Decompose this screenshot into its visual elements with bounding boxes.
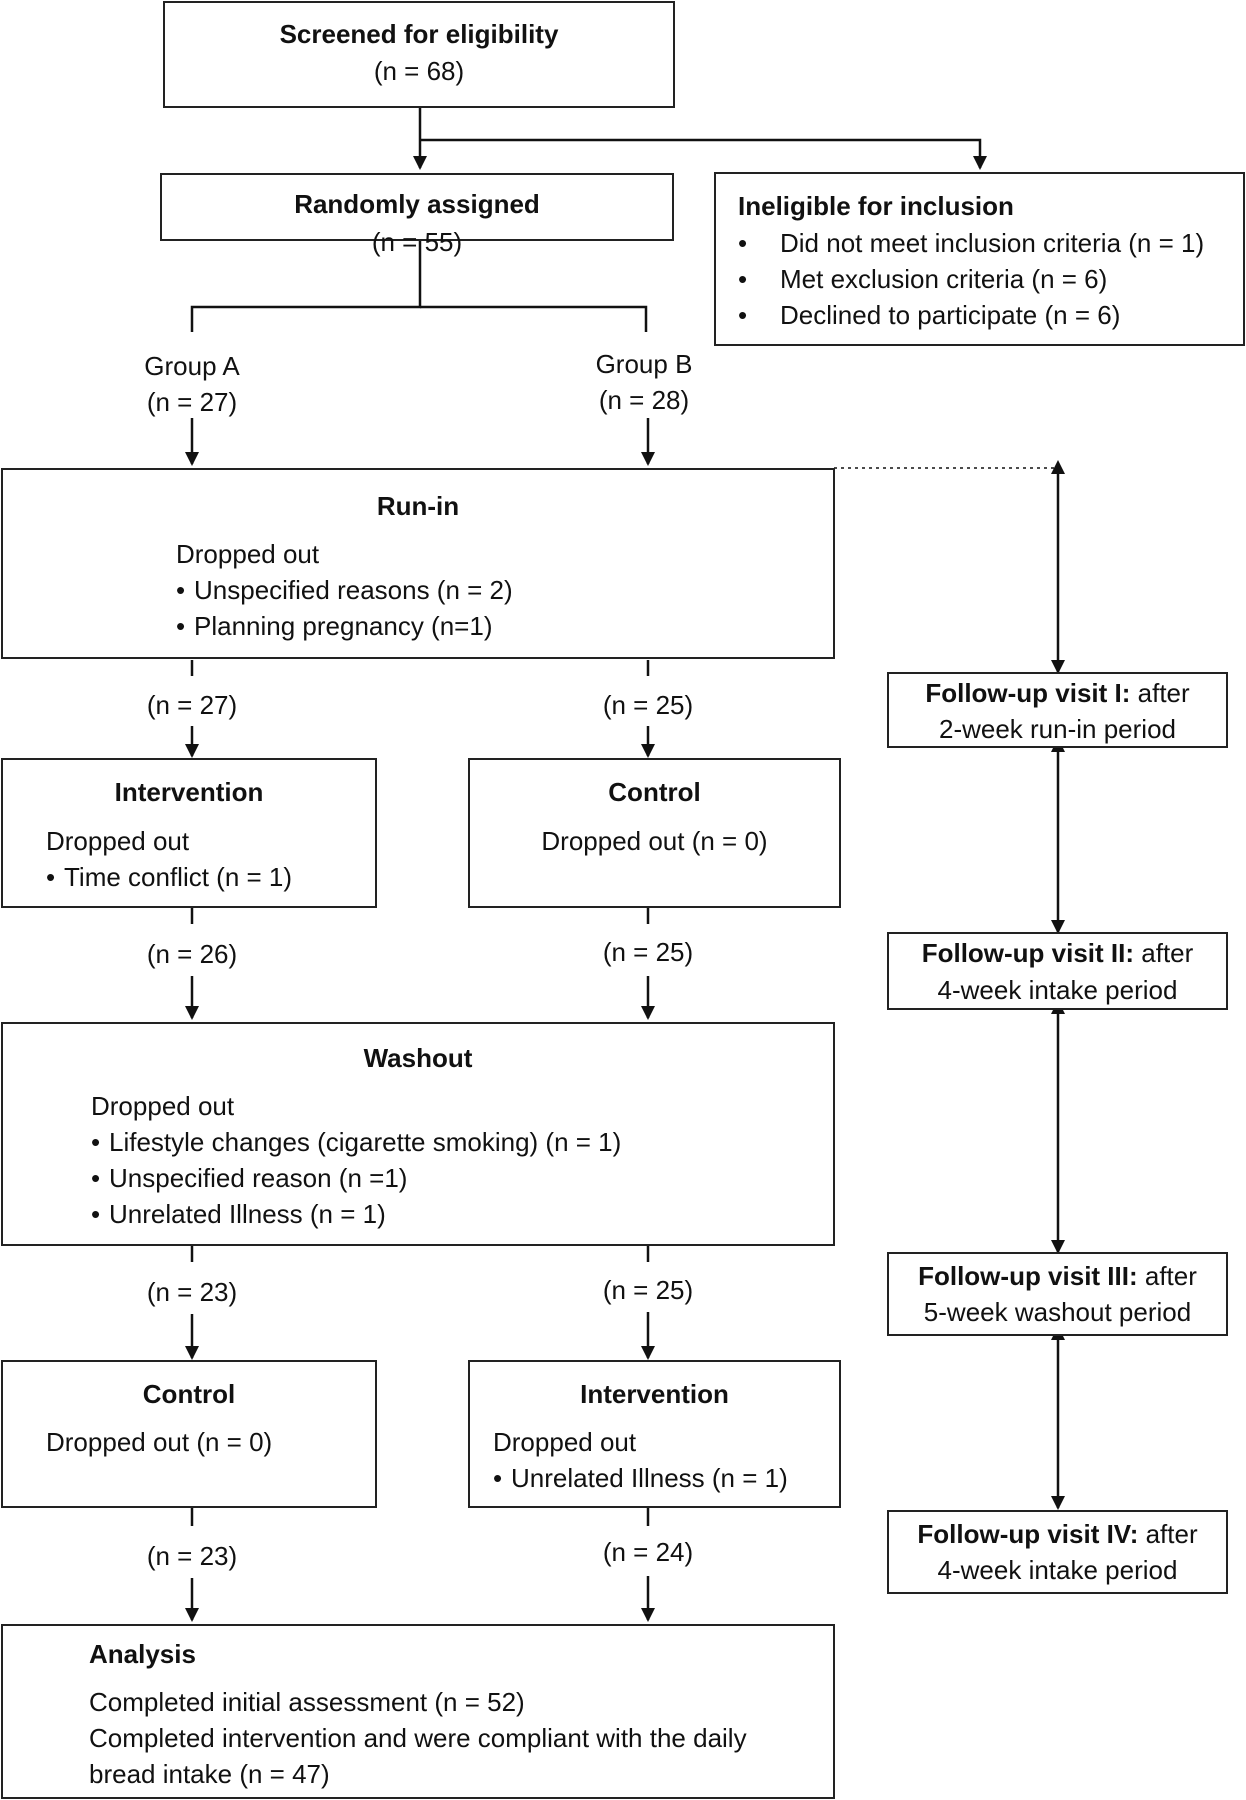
- washout-reason: Unspecified reason (n =1): [91, 1160, 621, 1196]
- ineligible-item: Met exclusion criteria (n = 6): [738, 261, 1204, 297]
- followup-line-2: 5-week washout period: [923, 1297, 1192, 1327]
- runin-dropped-label: Dropped out: [176, 539, 320, 569]
- followup-line-1: Follow-up visit IV: after: [889, 1516, 1226, 1552]
- followup-after: after: [1134, 938, 1194, 968]
- count-after-period1-left: (n = 26): [146, 939, 238, 969]
- randomized-title: Randomly assigned: [294, 189, 540, 219]
- followup-line-2: 4-week intake period: [937, 1555, 1178, 1585]
- group-b-name: Group B: [595, 349, 693, 379]
- period1-intervention-reason: Time conflict (n = 1): [46, 859, 292, 895]
- followup-line-2: 4-week intake period: [937, 975, 1178, 1005]
- count-after-period2-right: (n = 24): [602, 1537, 694, 1567]
- count-after-runin-right: (n = 25): [602, 690, 694, 720]
- analysis-line-1: Completed initial assessment (n = 52): [89, 1687, 525, 1717]
- runin-title: Run-in: [376, 491, 460, 521]
- followup-box: Follow-up visit III: after 5-week washou…: [887, 1252, 1228, 1336]
- period2-control-box: Control Dropped out (n = 0): [1, 1360, 377, 1508]
- count-after-period1-right: (n = 25): [602, 937, 694, 967]
- period2-intervention-title: Intervention: [580, 1379, 729, 1409]
- split-randomized-b: [420, 305, 648, 332]
- followup-after: after: [1130, 678, 1190, 708]
- screened-count: (n = 68): [373, 56, 465, 86]
- group-a-name: Group A: [144, 351, 240, 381]
- period1-intervention-dropped: Dropped out: [46, 826, 190, 856]
- period2-intervention-box: Intervention Dropped out Unrelated Illne…: [468, 1360, 841, 1508]
- count-after-washout-left: (n = 23): [146, 1277, 238, 1307]
- period2-intervention-dropped: Dropped out: [493, 1427, 637, 1457]
- followup-line-1: Follow-up visit III: after: [889, 1258, 1226, 1294]
- followup-bold: Follow-up visit IV:: [917, 1519, 1139, 1549]
- followup-box: Follow-up visit IV: after 4-week intake …: [887, 1510, 1228, 1594]
- followup-box: Follow-up visit II: after 4-week intake …: [887, 932, 1228, 1010]
- screened-title: Screened for eligibility: [279, 19, 559, 49]
- ineligible-item: Did not meet inclusion criteria (n = 1): [738, 225, 1204, 261]
- followup-bold: Follow-up visit III:: [918, 1261, 1138, 1291]
- runin-reason: Planning pregnancy (n=1): [176, 608, 513, 644]
- period2-intervention-reasons: Unrelated Illness (n = 1): [493, 1460, 788, 1496]
- analysis-box: Analysis Completed initial assessment (n…: [1, 1624, 835, 1799]
- period1-intervention-reasons: Time conflict (n = 1): [46, 859, 292, 895]
- runin-reason: Unspecified reasons (n = 2): [176, 572, 513, 608]
- split-randomized: [190, 240, 422, 332]
- analysis-title: Analysis: [89, 1639, 196, 1669]
- washout-reason: Unrelated Illness (n = 1): [91, 1196, 621, 1232]
- washout-box: Washout Dropped out Lifestyle changes (c…: [1, 1022, 835, 1246]
- ineligible-box: Ineligible for inclusion Did not meet in…: [714, 172, 1245, 346]
- followup-after: after: [1138, 1519, 1198, 1549]
- runin-reasons: Unspecified reasons (n = 2) Planning pre…: [176, 572, 513, 644]
- washout-title: Washout: [363, 1043, 473, 1073]
- followup-line-1: Follow-up visit I: after: [889, 675, 1226, 711]
- followup-line-2: 2-week run-in period: [938, 714, 1176, 744]
- analysis-line-2: Completed intervention and were complian…: [89, 1723, 747, 1753]
- screened-box: Screened for eligibility (n = 68): [163, 1, 675, 108]
- washout-dropped-label: Dropped out: [91, 1091, 235, 1121]
- followup-bold: Follow-up visit I:: [925, 678, 1131, 708]
- analysis-line-3: bread intake (n = 47): [89, 1759, 330, 1789]
- followup-after: after: [1137, 1261, 1197, 1291]
- washout-reasons: Lifestyle changes (cigarette smoking) (n…: [91, 1124, 621, 1232]
- washout-reason: Lifestyle changes (cigarette smoking) (n…: [91, 1124, 621, 1160]
- ineligible-list: Did not meet inclusion criteria (n = 1) …: [738, 225, 1204, 333]
- period2-control-dropped: Dropped out (n = 0): [46, 1427, 273, 1457]
- followup-line-1: Follow-up visit II: after: [889, 935, 1226, 971]
- count-after-period2-left: (n = 23): [146, 1541, 238, 1571]
- period1-control-dropped: Dropped out (n = 0): [541, 826, 768, 856]
- ineligible-title: Ineligible for inclusion: [738, 191, 1014, 221]
- period2-intervention-reason: Unrelated Illness (n = 1): [493, 1460, 788, 1496]
- period1-control-title: Control: [608, 777, 701, 807]
- period1-intervention-box: Intervention Dropped out Time conflict (…: [1, 758, 377, 908]
- period2-control-title: Control: [142, 1379, 236, 1409]
- runin-box: Run-in Dropped out Unspecified reasons (…: [1, 468, 835, 659]
- count-after-washout-right: (n = 25): [602, 1275, 694, 1305]
- period1-control-box: Control Dropped out (n = 0): [468, 758, 841, 908]
- followup-bold: Follow-up visit II:: [921, 938, 1135, 968]
- group-b-count: (n = 28): [598, 385, 690, 415]
- arrow-screened-to-ineligible: [420, 138, 987, 170]
- followup-box: Follow-up visit I: after 2-week run-in p…: [887, 672, 1228, 748]
- count-after-runin-left: (n = 27): [146, 690, 238, 720]
- randomized-box: Randomly assigned: [160, 173, 674, 241]
- period1-intervention-title: Intervention: [114, 777, 264, 807]
- group-a-count: (n = 27): [146, 387, 238, 417]
- randomized-count: (n = 55): [371, 227, 463, 257]
- ineligible-item: Declined to participate (n = 6): [738, 297, 1204, 333]
